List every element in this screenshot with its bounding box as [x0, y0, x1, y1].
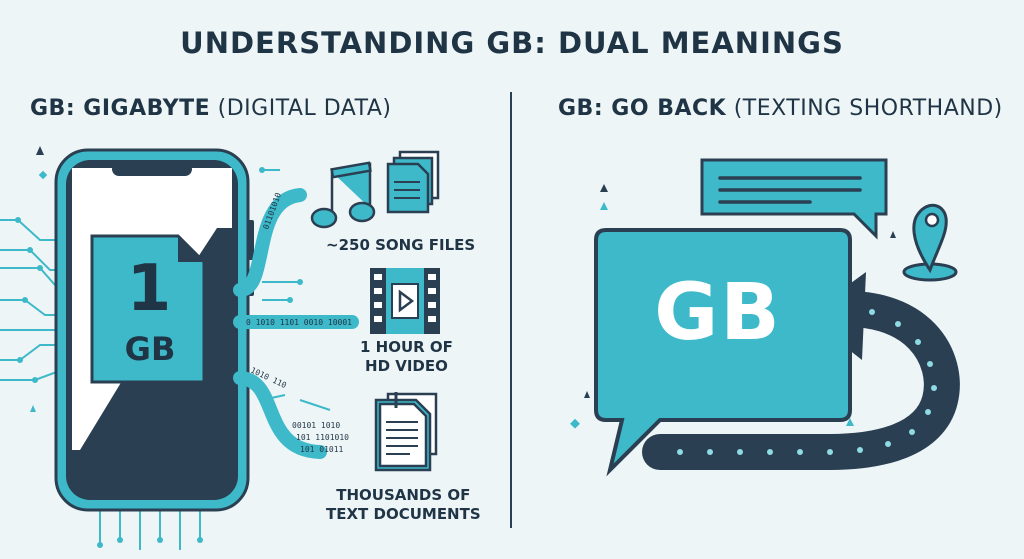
- triangle-icon: [600, 184, 608, 192]
- left-heading: GB: GIGABYTE (DIGITAL DATA): [30, 96, 392, 121]
- documents-label: THOUSANDS OF TEXT DOCUMENTS: [326, 486, 481, 524]
- diamond-icon: [570, 418, 580, 429]
- right-heading: GB: GO BACK (TEXTING SHORTHAND): [558, 96, 1003, 121]
- phone-unit: GB: [124, 330, 176, 368]
- right-heading-light: (TEXTING SHORTHAND): [733, 96, 1003, 121]
- music-note-icon: [310, 161, 376, 229]
- songs-label: ~250 SONG FILES: [326, 236, 476, 254]
- svg-text:101 1101010: 101 1101010: [296, 433, 349, 442]
- video-play-icon: [370, 268, 440, 334]
- gb-file-icon: [90, 234, 206, 384]
- triangle-icon: [30, 405, 36, 412]
- page-title: UNDERSTANDING GB: DUAL MEANINGS: [180, 26, 844, 60]
- documents-label-line1: THOUSANDS OF: [336, 486, 471, 504]
- documents-label-line2: TEXT DOCUMENTS: [326, 505, 481, 523]
- location-pin-icon: [902, 203, 958, 282]
- gb-speech-bubble-icon: [594, 228, 852, 477]
- section-divider: [510, 92, 512, 528]
- triangle-icon: [600, 202, 608, 210]
- phone-big-number: 1: [126, 252, 172, 326]
- svg-text:00101 1010: 00101 1010: [292, 421, 340, 430]
- svg-text:101 01011: 101 01011: [300, 445, 344, 454]
- text-document-icon: [374, 392, 438, 472]
- triangle-icon: [890, 231, 896, 238]
- data-stream-icon: [233, 188, 359, 459]
- video-label-line1: 1 HOUR OF: [360, 338, 453, 356]
- video-label: 1 HOUR OF HD VIDEO: [360, 338, 453, 376]
- circuit-nodes-icon: [15, 217, 203, 548]
- gb-bubble-text: GB: [654, 268, 782, 358]
- triangle-icon: [36, 146, 44, 155]
- chat-bubble-icon: [700, 158, 888, 240]
- diamond-icon: [38, 170, 48, 180]
- triangle-icon: [584, 391, 590, 398]
- svg-text:0 1010 1101 0010 10001: 0 1010 1101 0010 10001: [246, 318, 352, 327]
- right-heading-bold: GB: GO BACK: [558, 96, 727, 121]
- triangle-icon: [846, 418, 854, 426]
- left-heading-light: (DIGITAL DATA): [217, 96, 392, 121]
- left-heading-bold: GB: GIGABYTE: [30, 96, 211, 121]
- video-label-line2: HD VIDEO: [365, 357, 448, 375]
- document-stack-icon: [386, 150, 440, 214]
